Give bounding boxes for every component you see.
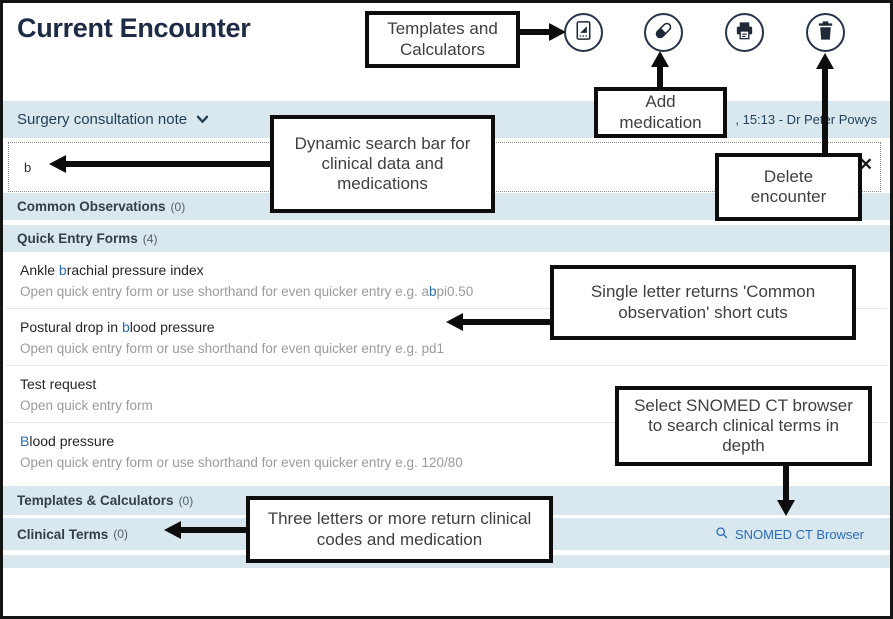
section-count: (4) — [142, 231, 158, 246]
close-icon[interactable]: ✕ — [858, 155, 873, 174]
templates-calculators-icon — [572, 19, 595, 47]
callout-delete-encounter: Delete encounter — [715, 153, 862, 221]
quick-entry-title: Test request — [20, 376, 97, 392]
note-type-dropdown[interactable]: Surgery consultation note — [17, 111, 209, 129]
section-count: (0) — [170, 199, 186, 214]
page-title: Current Encounter — [17, 13, 251, 43]
arrow-to-clinical-terms — [180, 527, 247, 533]
arrowhead-down-icon — [777, 500, 795, 516]
add-medication-button[interactable] — [644, 13, 683, 52]
section-count: (0) — [113, 527, 128, 541]
section-label: Common Observations — [17, 199, 166, 214]
callout-add-medication: Add medication — [594, 87, 727, 138]
encounter-note-band: Surgery consultation note , 15:13 - Dr P… — [3, 101, 890, 138]
callout-snomed-browser: Select SNOMED CT browser to search clini… — [615, 386, 872, 466]
printer-icon — [733, 19, 756, 47]
pill-icon — [652, 19, 675, 47]
callout-single-letter: Single letter returns 'Common observatio… — [550, 265, 856, 340]
snomed-link-label: SNOMED CT Browser — [734, 526, 864, 542]
arrowhead-left-icon — [164, 521, 181, 539]
quick-entry-title: Ankle brachial pressure index — [20, 262, 204, 278]
section-label: Quick Entry Forms — [17, 231, 138, 246]
quick-entry-hint: Open quick entry form or use shorthand f… — [20, 455, 463, 470]
delete-encounter-button[interactable] — [806, 13, 845, 52]
arrowhead-up-icon — [651, 51, 669, 67]
callout-three-letters: Three letters or more return clinical co… — [246, 496, 553, 563]
arrow-to-search-input — [65, 161, 271, 167]
arrow-to-templates-icon — [520, 29, 551, 35]
print-button[interactable] — [725, 13, 764, 52]
arrow-to-trash-icon — [822, 67, 828, 154]
callout-search-bar: Dynamic search bar for clinical data and… — [270, 115, 495, 213]
section-label: Clinical Terms — [17, 526, 109, 542]
quick-entry-hint: Open quick entry form or use shorthand f… — [20, 341, 444, 356]
quick-entry-title: Postural drop in blood pressure — [20, 319, 215, 335]
search-icon — [715, 526, 729, 543]
note-type-label: Surgery consultation note — [17, 111, 188, 128]
arrow-to-snomed-link — [783, 465, 789, 501]
section-quick-entry-forms[interactable]: Quick Entry Forms (4) — [3, 225, 890, 252]
trash-icon — [814, 19, 837, 47]
templates-calculators-button[interactable] — [564, 13, 603, 52]
arrowhead-left-icon — [446, 313, 463, 331]
callout-templates-calculators: Templates and Calculators — [365, 11, 520, 68]
arrowhead-up-icon — [816, 53, 834, 69]
search-value: b — [24, 160, 32, 175]
encounter-meta: , 15:13 - Dr Peter Powys — [735, 112, 877, 127]
arrowhead-right-icon — [549, 23, 566, 41]
section-label: Templates & Calculators — [17, 493, 174, 508]
quick-entry-hint: Open quick entry form or use shorthand f… — [20, 284, 474, 299]
arrow-to-quick-entry-list — [462, 319, 551, 325]
arrow-to-pill-icon — [657, 65, 663, 88]
section-count: (0) — [178, 493, 194, 508]
arrowhead-left-icon — [49, 155, 66, 173]
quick-entry-hint: Open quick entry form — [20, 398, 153, 413]
snomed-ct-browser-link[interactable]: SNOMED CT Browser — [715, 518, 864, 550]
chevron-down-icon — [196, 111, 209, 129]
quick-entry-title: Blood pressure — [20, 433, 115, 449]
